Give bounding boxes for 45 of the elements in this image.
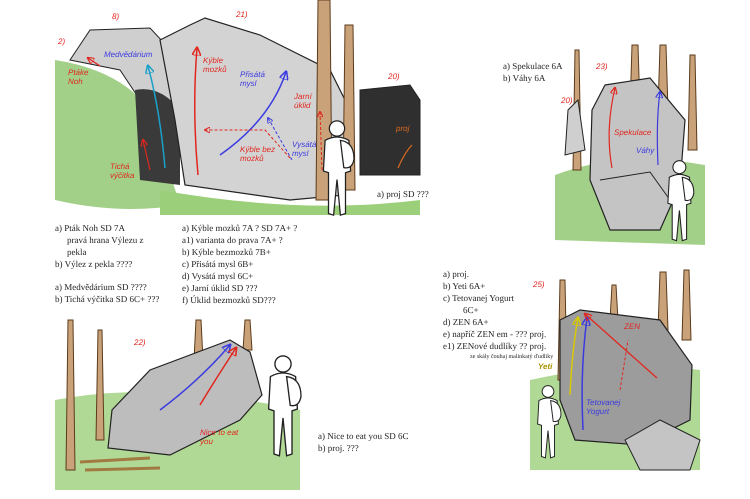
route-label: Nice to eat you <box>200 428 240 446</box>
route-label: 25) <box>533 280 545 289</box>
route-list-item: b) Výlez z pekla ???? <box>55 258 132 270</box>
route-list-item: pravá hrana Výlezu z pekla <box>67 234 145 258</box>
route-list-item: e) Jarní úklid SD ??? <box>182 282 258 294</box>
route-list-item: b) Váhy 6A <box>503 72 546 84</box>
route-list-item: b) proj. ??? <box>318 442 359 454</box>
route-list-item: a1) varianta do prava 7A+ ? <box>182 234 283 246</box>
route-label: Yeti <box>538 362 552 371</box>
route-label: Kýble bez mozků <box>240 145 276 163</box>
route-list-item: d) Vysátá mysl 6C+ <box>182 270 254 282</box>
route-list-item: a) Nice to eat you SD 6C <box>318 430 408 442</box>
route-label: Tichá výčitka <box>110 162 136 180</box>
route-label: 23) <box>596 62 608 71</box>
route-list-item: a) proj. <box>443 268 469 280</box>
route-list-item: c) Přisátá mysl 6B+ <box>182 258 254 270</box>
route-list-item: b) Yeti 6A+ <box>443 280 486 292</box>
route-list-item: f) Úklid bezmozků SD??? <box>182 294 276 306</box>
route-label: 8) <box>112 12 120 21</box>
route-label: 2) <box>58 37 66 46</box>
route-label: 20) <box>561 96 573 105</box>
route-label: Spekulace <box>614 128 652 137</box>
route-list-item: b) Kýble bezmozků 7B+ <box>182 246 271 258</box>
route-list-item: a) Spekulace 6A <box>503 60 562 72</box>
route-label: ZEN <box>624 322 640 331</box>
route-label: 22) <box>134 338 146 347</box>
route-list-item: d) ZEN 6A+ <box>443 316 489 328</box>
route-list-item: a) Pták Noh SD 7A <box>55 222 125 234</box>
route-label: proj <box>396 124 410 133</box>
route-label: 20) <box>388 72 400 81</box>
route-list-item: e) napříč ZEN em - ??? proj. <box>443 328 546 340</box>
route-label: Ptáke Noh <box>68 68 90 86</box>
route-list-item: b) Tichá výčitka SD 6C+ ??? <box>55 293 160 305</box>
route-label: Přisátá mysl <box>240 70 266 88</box>
route-list-item: a) proj SD ??? <box>377 188 429 200</box>
route-label: Váhy <box>636 146 654 155</box>
route-list-item: a) Kýble mozků 7A ? SD 7A+ ? <box>182 222 298 234</box>
route-label: Jarní úklid <box>294 92 314 110</box>
route-label: Tetovanej Yogurt <box>586 398 622 416</box>
route-label: Vysátá mysl <box>292 140 318 158</box>
route-label: 21) <box>236 10 248 19</box>
route-label: Kýble mozků <box>203 56 228 74</box>
route-list-item: a) Medvědárium SD ???? <box>55 281 147 293</box>
route-label: Medvědárium <box>104 50 154 59</box>
route-list-item: e1) ZENové dudlíky ?? proj. <box>443 340 546 352</box>
